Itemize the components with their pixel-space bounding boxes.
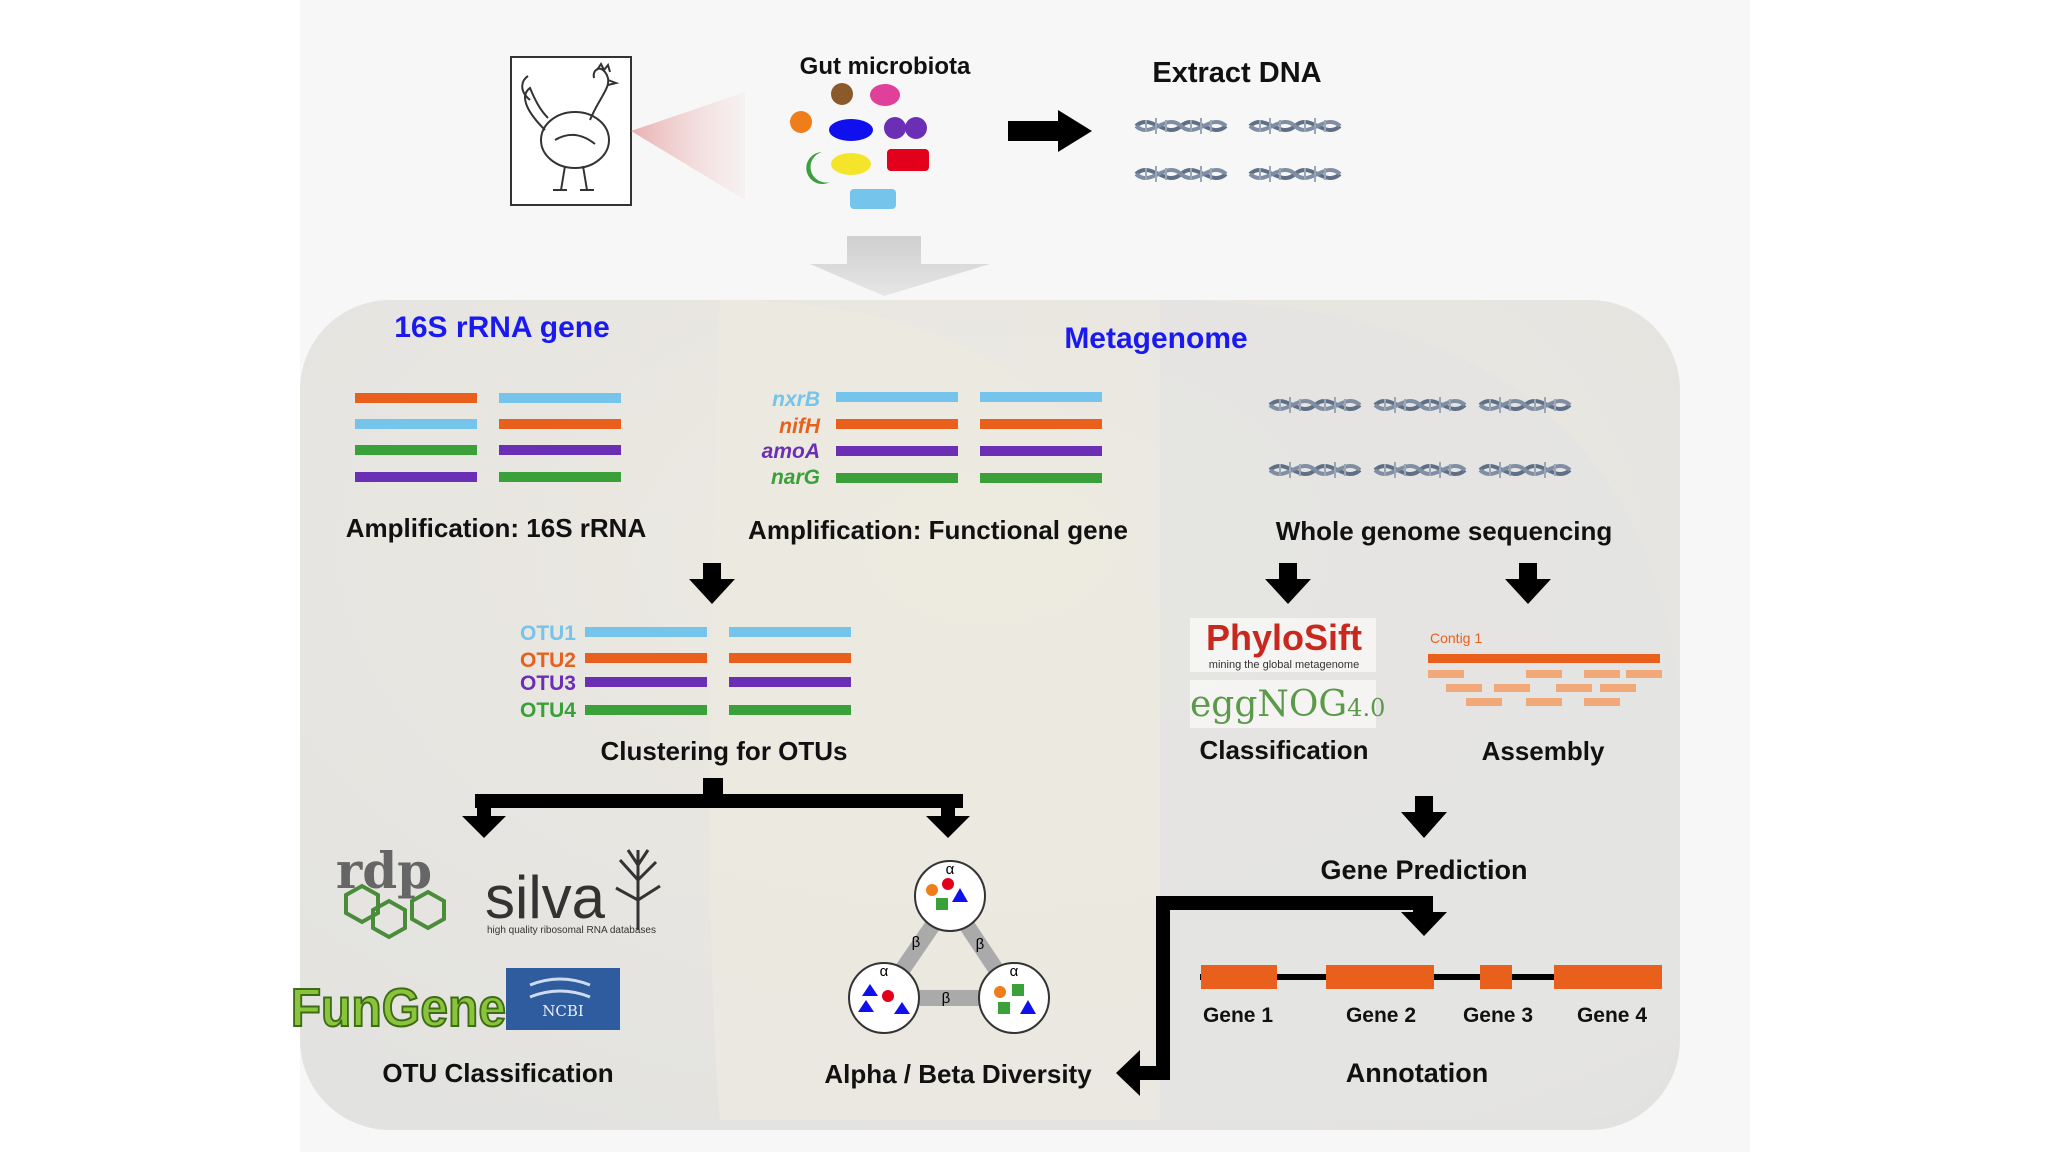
magnify-cone: [631, 92, 745, 200]
bar: [499, 472, 621, 482]
metagenome-section-title: Metagenome: [1064, 322, 1247, 355]
bar: [836, 446, 958, 456]
svg-text:β: β: [912, 934, 921, 951]
svg-text:β: β: [976, 936, 985, 953]
rdp-logo: rdp: [336, 841, 446, 940]
down-arrow-to-gene-prediction: [1401, 796, 1447, 838]
bar: [729, 653, 851, 663]
wgs-label: Whole genome sequencing: [1276, 516, 1613, 546]
bar: [585, 653, 707, 663]
svg-text:β: β: [942, 990, 951, 1007]
bar: [355, 445, 477, 455]
bar: [980, 473, 1102, 483]
16s-section-title: 16S rRNA gene: [394, 311, 610, 344]
gene-name: Gene 2: [1346, 1004, 1416, 1027]
annotation-to-diversity-arrow: [1116, 896, 1447, 1096]
bar: [980, 419, 1102, 429]
gene-name: Gene 3: [1463, 1004, 1533, 1027]
svg-text:FunGene: FunGene: [291, 977, 506, 1037]
bar: [836, 419, 958, 429]
svg-text:silva: silva: [485, 864, 606, 931]
otu-name: OTU3: [520, 672, 576, 695]
contig-label: Contig 1: [1430, 630, 1482, 646]
gene-prediction-label: Gene Prediction: [1320, 855, 1527, 885]
bar: [355, 472, 477, 482]
gene-name: Gene 4: [1577, 1004, 1647, 1027]
functional-gene-name: narG: [771, 466, 820, 489]
bar: [499, 445, 621, 455]
functional-gene-name: amoA: [762, 440, 820, 463]
otu-name: OTU1: [520, 622, 576, 645]
svg-text:α: α: [880, 963, 889, 980]
bar: [355, 419, 477, 429]
bar: [499, 393, 621, 403]
split-arrow: [462, 778, 970, 838]
otu-bars: [585, 627, 851, 715]
microbe-cluster: [790, 83, 929, 209]
eggnog-logo: eggNOG4.0: [1190, 680, 1385, 728]
bar: [585, 627, 707, 637]
bar: [980, 446, 1102, 456]
assembly-label: Assembly: [1482, 736, 1605, 766]
gene-track: [1200, 965, 1662, 989]
down-arrow-to-otu-clustering: [689, 563, 735, 604]
metagenome-band: [1160, 300, 1680, 1120]
functional-gene-name: nifH: [779, 415, 821, 438]
bar: [836, 392, 958, 402]
svg-text:PhyloSift: PhyloSift: [1206, 617, 1362, 658]
16s-amplification-label: Amplification: 16S rRNA: [346, 513, 647, 543]
bar: [585, 677, 707, 687]
alpha-beta-diversity-label: Alpha / Beta Diversity: [824, 1059, 1092, 1089]
svg-text:eggNOG4.0: eggNOG4.0: [1190, 684, 1385, 725]
gene-segment: [1326, 965, 1434, 989]
functional-amplification-label: Amplification: Functional gene: [748, 515, 1128, 545]
otu-name: OTU4: [520, 699, 576, 722]
gene-segment: [1480, 965, 1512, 989]
svg-text:α: α: [1010, 963, 1019, 980]
gene-name: Gene 1: [1203, 1004, 1273, 1027]
bar: [980, 392, 1102, 402]
bar: [836, 473, 958, 483]
fungene-logo: FunGene: [290, 976, 507, 1038]
bar: [729, 705, 851, 715]
gene-segment: [1554, 965, 1662, 989]
otu-name: OTU2: [520, 649, 576, 672]
arrow-to-extract-dna: [1008, 110, 1092, 152]
bar: [585, 705, 707, 715]
gene-labels: Gene 1 Gene 2 Gene 3 Gene 4: [1203, 1004, 1647, 1027]
functional-gene-band: [710, 300, 1160, 1120]
phylosift-logo: PhyloSift mining the global metagenome: [1190, 617, 1376, 672]
clustering-label: Clustering for OTUs: [600, 736, 847, 766]
down-arrow-to-assembly: [1505, 563, 1551, 604]
assembly-contig: [1428, 654, 1662, 706]
16s-amplification-bars: [355, 393, 621, 482]
classification-label: Classification: [1199, 735, 1368, 765]
chicken-illustration: [510, 56, 632, 206]
otu-classification-label: OTU Classification: [382, 1058, 613, 1088]
annotation-label: Annotation: [1346, 1058, 1488, 1088]
ncbi-logo: NCBI: [506, 968, 620, 1030]
bar: [355, 393, 477, 403]
svg-text:high quality ribosomal RNA dat: high quality ribosomal RNA databases: [487, 925, 656, 936]
diversity-diagram: α α α β β β: [848, 860, 1050, 1034]
gray-down-arrow: [810, 236, 990, 296]
functional-gene-bars: [836, 392, 1102, 483]
functional-gene-name: nxrB: [772, 388, 820, 411]
gene-segment: [1201, 965, 1277, 989]
bar: [499, 419, 621, 429]
svg-text:α: α: [946, 861, 955, 878]
gut-microbiota-label: Gut microbiota: [800, 53, 971, 80]
bar: [729, 627, 851, 637]
svg-text:NCBI: NCBI: [542, 1002, 584, 1020]
bar: [729, 677, 851, 687]
extract-dna-label: Extract DNA: [1152, 57, 1321, 89]
down-arrow-to-classification: [1265, 563, 1311, 604]
silva-logo: silva high quality ribosomal RNA databas…: [485, 849, 661, 936]
svg-text:mining the global metagenome: mining the global metagenome: [1209, 659, 1359, 671]
